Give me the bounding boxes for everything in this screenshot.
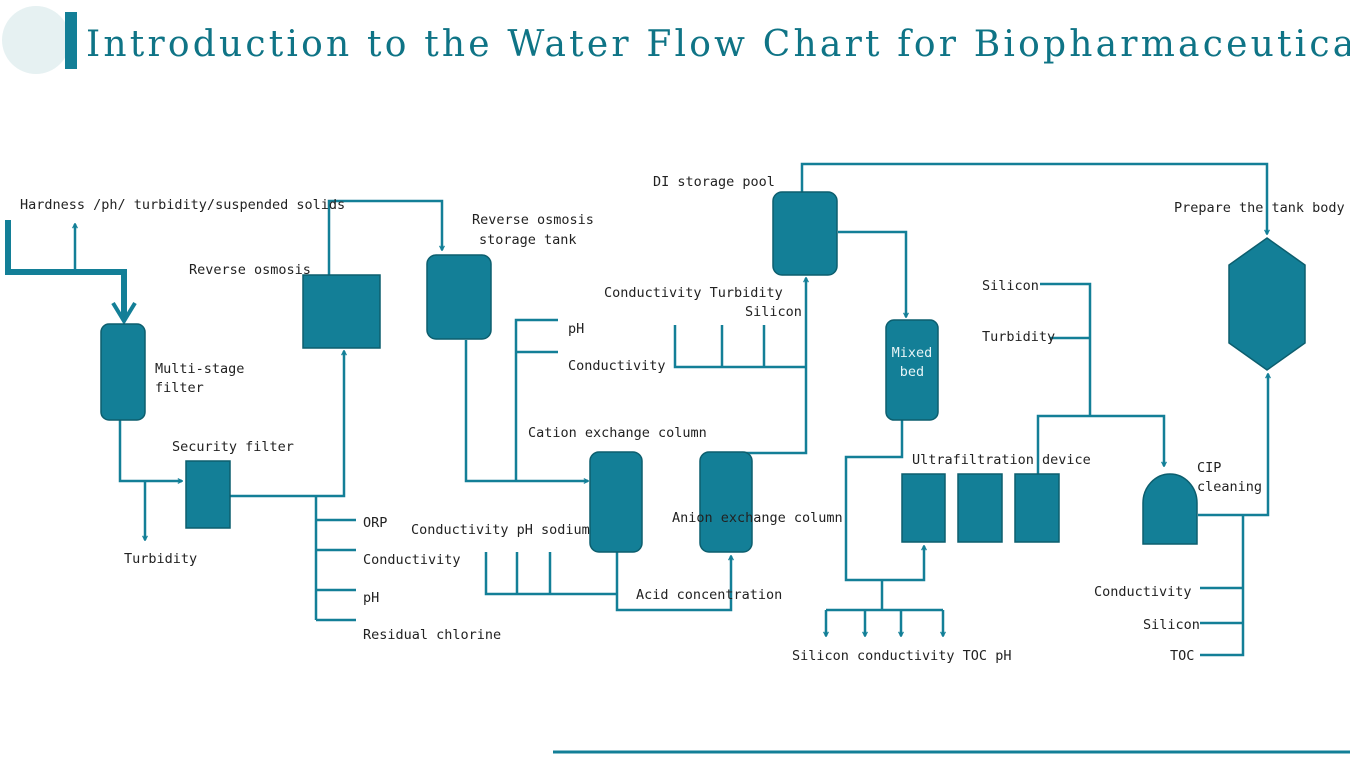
silicon-conductivity-toc-ph-label: Silicon conductivity TOC pH — [792, 648, 1012, 664]
silicon-label-1: Silicon — [745, 304, 802, 320]
di-pool-to-prepare-tank-line — [800, 162, 1267, 234]
acid-concentration-label: Acid concentration — [636, 587, 783, 603]
mixed-bed-to-uf-line — [844, 420, 924, 582]
ro-storage-tank-label-line1: Reverse osmosis — [472, 212, 594, 228]
cip-cleaning-label-line2: cleaning — [1197, 479, 1263, 495]
ultrafiltration-module-1 — [901, 473, 946, 543]
prepare-tank-body-label: Prepare the tank body — [1174, 200, 1345, 216]
cation-outlet-sample-line — [484, 552, 617, 596]
di-storage-pool-label: DI storage pool — [653, 174, 775, 190]
turbidity-label-2: Turbidity — [982, 329, 1056, 345]
ultrafiltration-module-3 — [1014, 473, 1060, 543]
ro-to-storage-tank-line — [327, 199, 442, 276]
mixed-bed-label-line1: Mixed — [891, 345, 933, 361]
di-pool-to-mixed-bed-line — [838, 230, 906, 317]
anion-exchange-column-unit — [699, 451, 753, 553]
ro-storage-tank-label-line2: storage tank — [479, 232, 577, 248]
anion-to-di-pool-line — [726, 278, 806, 455]
cip-cleaning-label-line1: CIP — [1197, 460, 1222, 476]
ph-label-1: pH — [363, 590, 380, 606]
ph-label-2: pH — [568, 321, 585, 337]
raw-water-inlet-arrowhead — [111, 301, 137, 325]
uf-outlet-sample-line — [1040, 282, 1092, 416]
ultrafiltration-device-label: Ultrafiltration device — [912, 452, 1091, 468]
ultrafiltration-module-2 — [957, 473, 1003, 543]
raw-water-tests-label: Hardness /ph/ turbidity/suspended solids — [20, 197, 346, 213]
cation-exchange-column-label: Cation exchange column — [528, 425, 707, 441]
security-filter-unit — [185, 460, 231, 529]
silicon-label-2: Silicon — [982, 278, 1039, 294]
raw-water-inlet-line — [5, 220, 127, 318]
cip-sample-line — [1200, 515, 1245, 657]
mixed-bed-label-line2: bed — [899, 364, 925, 380]
uf-to-cip-line — [1036, 414, 1164, 474]
prepare-tank-unit — [1228, 237, 1306, 371]
multi-stage-filter-unit — [100, 323, 146, 421]
mmf-to-security-filter-line — [118, 420, 182, 481]
cation-feed-sample-line — [514, 318, 558, 481]
anion-outlet-sample-line — [673, 325, 806, 369]
reverse-osmosis-label: Reverse osmosis — [189, 262, 311, 278]
cation-exchange-column-unit — [589, 451, 643, 553]
silicon-label-3: Silicon — [1143, 617, 1200, 633]
conductivity-label-2: Conductivity — [568, 358, 666, 374]
multi-stage-filter-label-line2: filter — [155, 380, 204, 396]
conductivity-ph-sodium-label: Conductivity pH sodium — [411, 522, 590, 538]
header-deco-circle — [2, 6, 70, 74]
orp-label: ORP — [363, 515, 388, 531]
multi-stage-filter-label-line1: Multi-stage — [155, 361, 245, 377]
turbidity-label-1: Turbidity — [124, 551, 198, 567]
header-accent-bar — [65, 12, 77, 69]
security-filter-to-ro-line — [230, 351, 344, 498]
page-title: Introduction to the Water Flow Chart for… — [86, 24, 1350, 65]
residual-chlorine-label: Residual chlorine — [363, 627, 502, 643]
cation-to-anion-line — [615, 552, 731, 612]
conductivity-turbidity-label: Conductivity Turbidity — [604, 285, 783, 301]
reverse-osmosis-unit — [302, 274, 381, 349]
conductivity-label-3: Conductivity — [1094, 584, 1192, 600]
ro-storage-tank-unit — [426, 254, 492, 340]
conductivity-label-1: Conductivity — [363, 552, 461, 568]
storage-tank-to-cation-line — [464, 340, 588, 481]
cip-to-prepare-tank-line — [1198, 374, 1268, 517]
anion-exchange-column-label: Anion exchange column — [672, 510, 843, 526]
toc-label: TOC — [1170, 648, 1195, 664]
mixed-bed-unit — [885, 319, 939, 421]
di-storage-pool-unit — [772, 191, 838, 276]
security-filter-label: Security filter — [172, 439, 294, 455]
cip-cleaning-unit — [1142, 473, 1198, 545]
